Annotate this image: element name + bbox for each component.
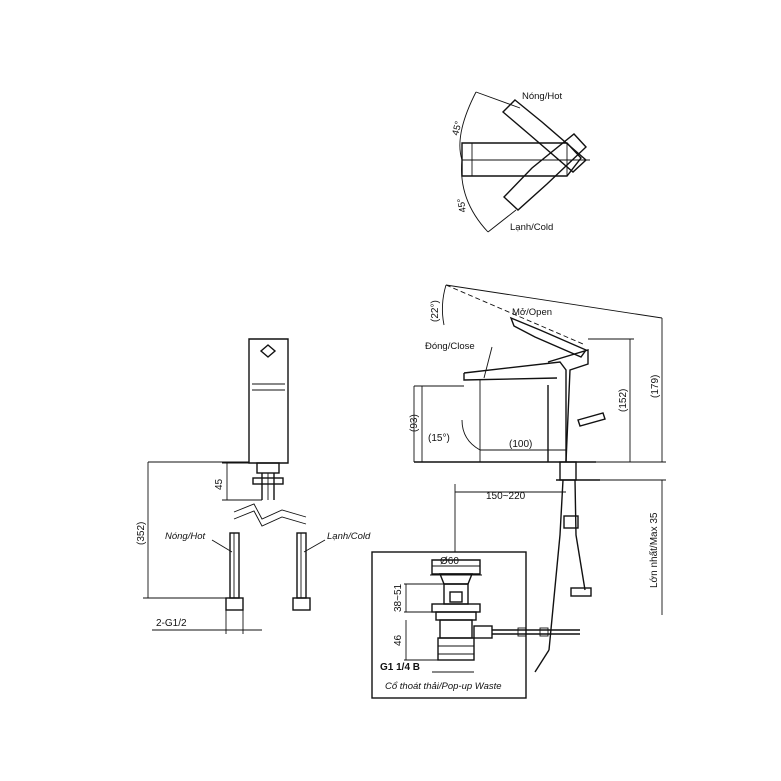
angle-15-label: (15°) <box>428 433 450 444</box>
thread-label: 2-G1/2 <box>156 618 187 629</box>
dim-152: (152) <box>618 389 629 412</box>
dim-93: (93) <box>409 414 420 432</box>
dim-179: (179) <box>650 375 661 398</box>
dim-38-51: 38~51 <box>393 583 404 612</box>
dim-150-220: 150~220 <box>486 491 526 502</box>
max-35-label: Lớn nhất/Max 35 <box>648 512 660 588</box>
popup-waste-detail: Ø60 38~51 46 G1 1/4 B Cổ thoát thải/Pop-… <box>371 551 580 699</box>
dia-60-label: Ø60 <box>440 556 459 567</box>
top-view: Nóng/Hot Lạnh/Cold 45° 45° <box>450 91 590 233</box>
hot-side-label: Nóng/Hot <box>165 531 205 542</box>
angle-upper-label: 45° <box>450 120 464 137</box>
open-label: Mở/Open <box>512 307 552 318</box>
cold-side-label: Lạnh/Cold <box>327 531 371 542</box>
g1-label: G1 1/4 B <box>380 662 420 673</box>
dim-100: (100) <box>509 439 532 450</box>
angle-lower-label: 45° <box>456 197 469 213</box>
side-view: (93) (100) (15°) (22°) Mở/Open Đóng/Clos… <box>409 284 666 651</box>
dim-45: 45 <box>214 478 225 490</box>
popup-waste-label: Cổ thoát thải/Pop-up Waste <box>385 681 502 692</box>
angle-22-label: (22°) <box>430 300 441 322</box>
hot-top-label: Nóng/Hot <box>522 91 562 102</box>
close-label: Đóng/Close <box>425 341 475 352</box>
front-view: 45 (352) 2-G1/2 Nóng/Hot Lạnh/Cold <box>136 338 371 634</box>
cold-top-label: Lạnh/Cold <box>510 222 553 233</box>
dim-46: 46 <box>393 634 404 646</box>
dim-352: (352) <box>136 522 147 545</box>
